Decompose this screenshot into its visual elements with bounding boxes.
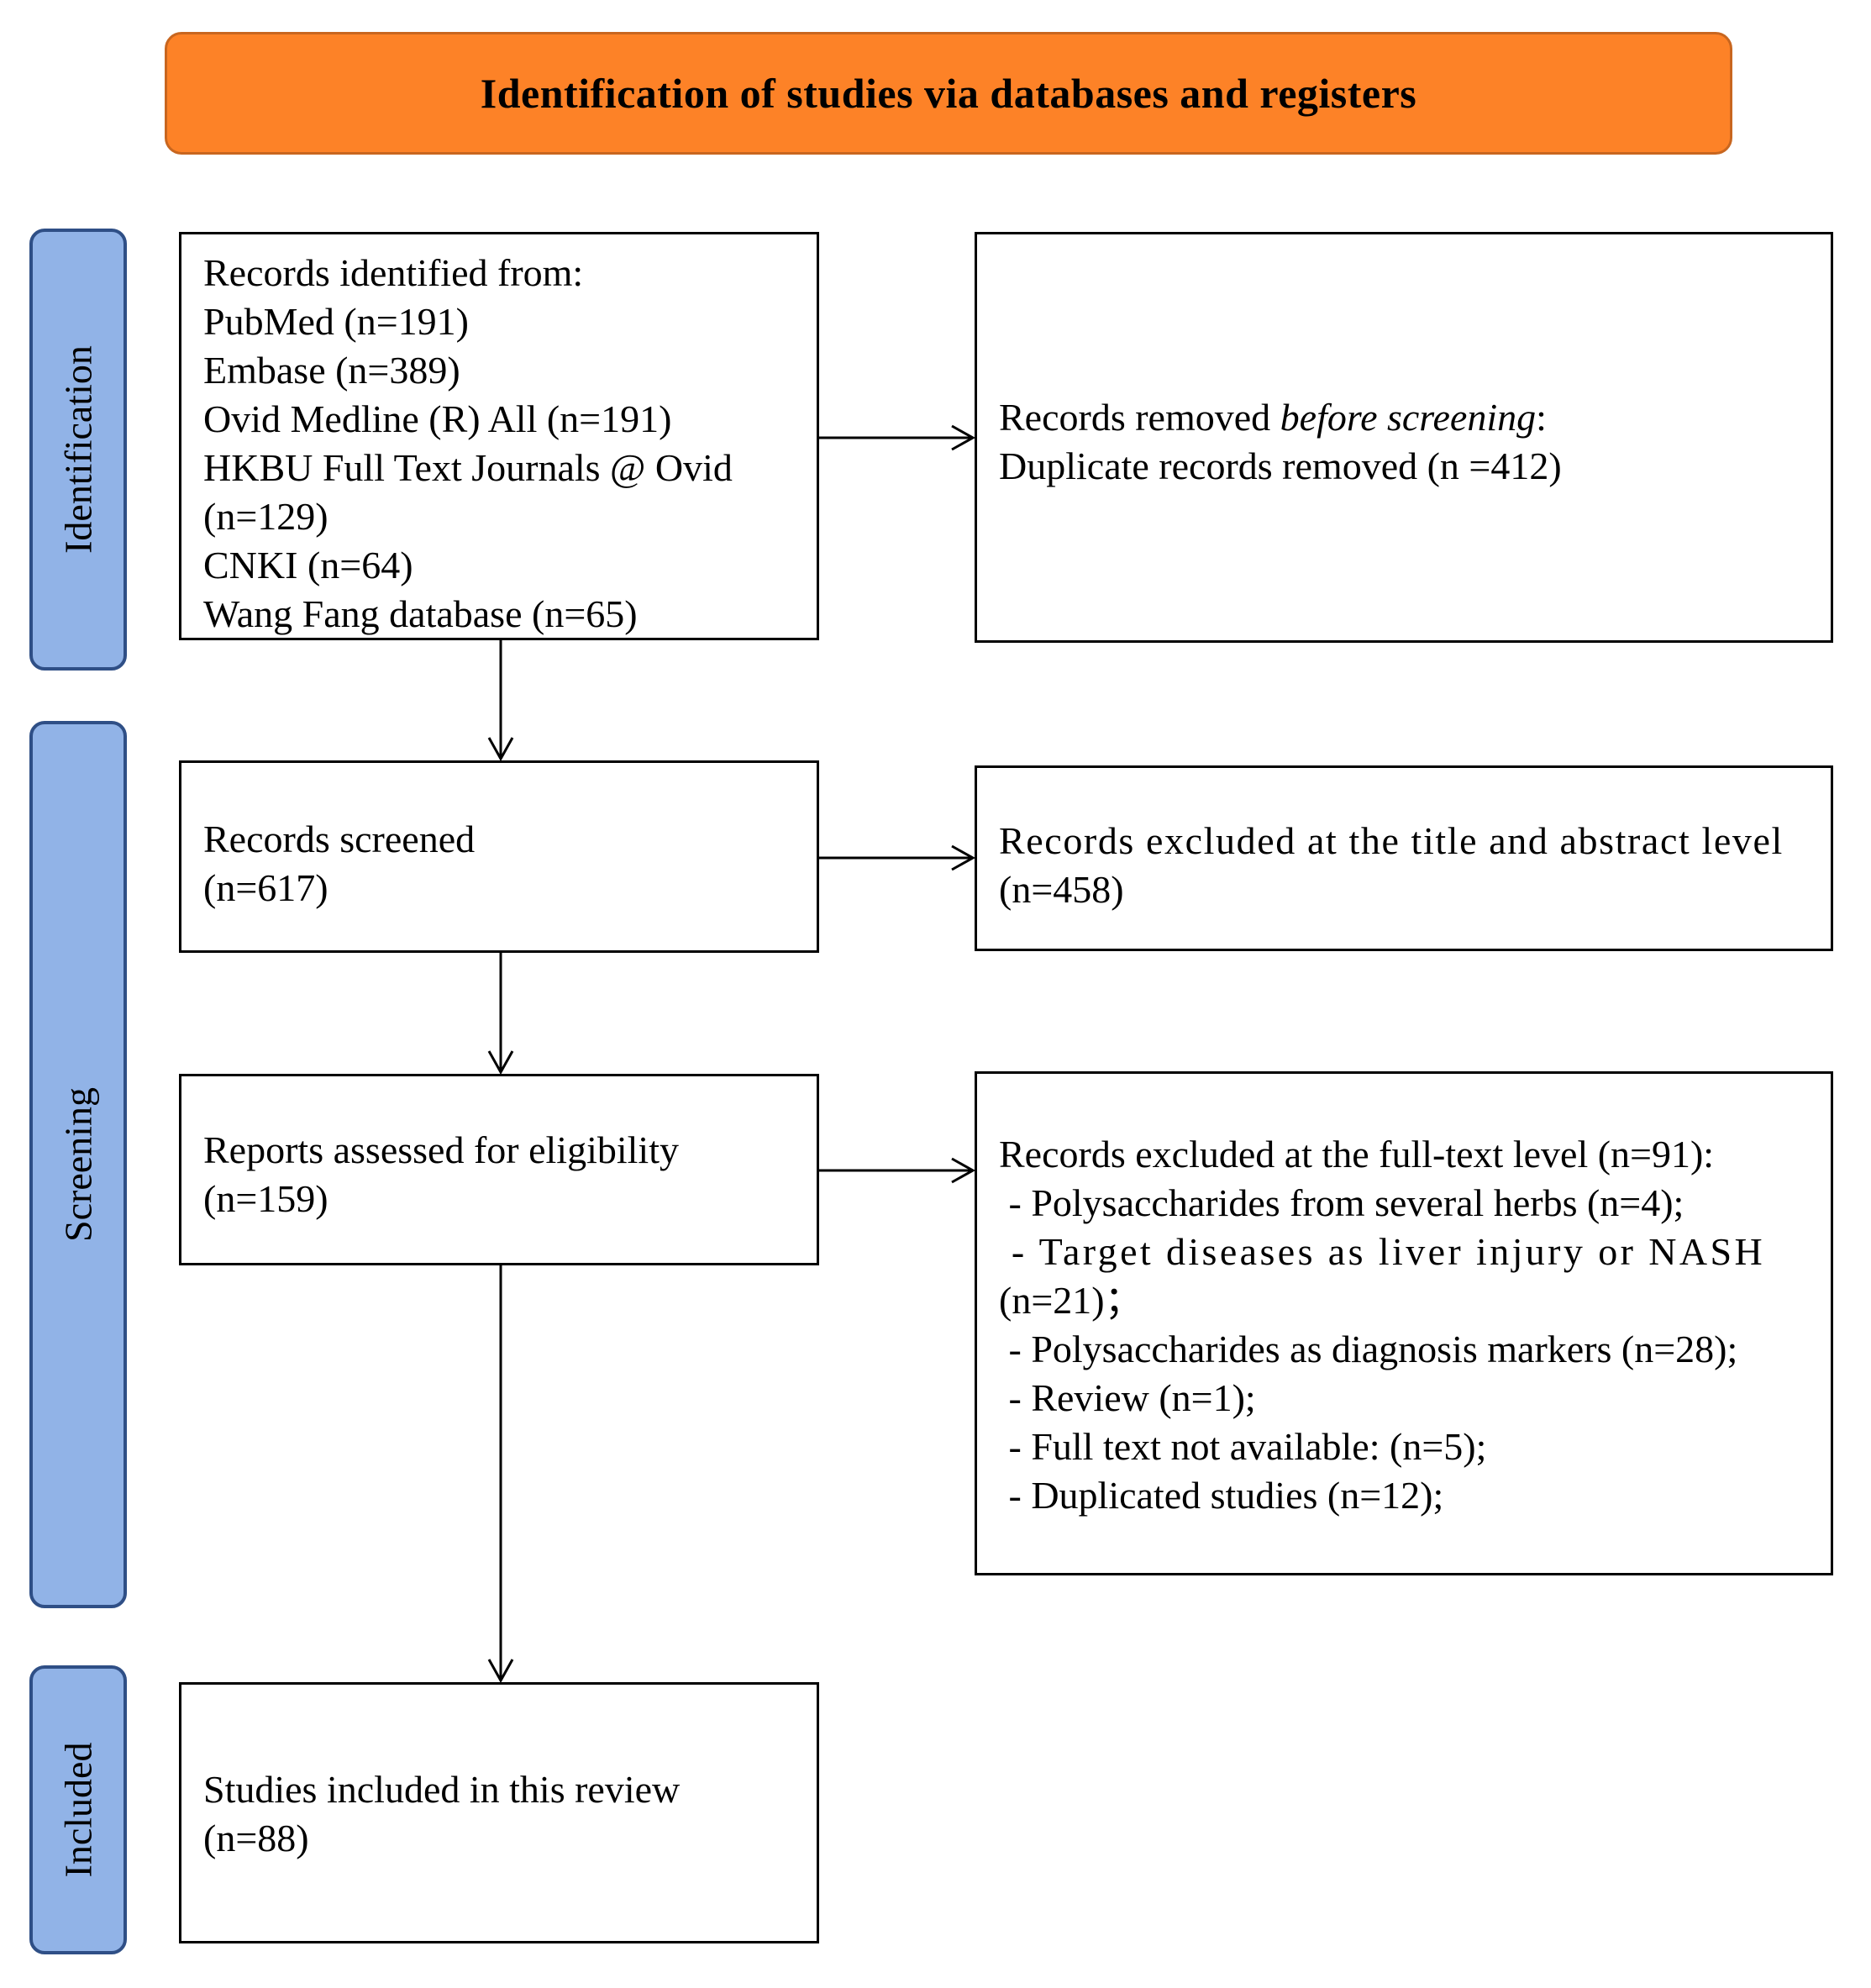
source-wang-fang: Wang Fang database (n=65) bbox=[203, 592, 638, 635]
studies-included-box: Studies included in this review (n=88) bbox=[179, 1682, 819, 1943]
flow-header: Identification of studies via databases … bbox=[165, 32, 1732, 155]
arrowhead-identified-to-screened bbox=[487, 737, 514, 762]
excluded-title-abstract-count: (n=458) bbox=[999, 868, 1124, 911]
source-cnki: CNKI (n=64) bbox=[203, 544, 413, 586]
records-removed-label: Records removed before screening: bbox=[999, 393, 1822, 442]
records-removed-emphasis: before screening bbox=[1280, 396, 1537, 439]
studies-included-label: Studies included in this review bbox=[203, 1768, 681, 1811]
records-excluded-full-text-box: Records excluded at the full-text level … bbox=[975, 1071, 1833, 1575]
records-removed-box: Records removed before screening: Duplic… bbox=[975, 232, 1833, 643]
arrowhead-screened-to-excluded bbox=[951, 844, 976, 871]
stage-screening: Screening bbox=[29, 721, 127, 1608]
stage-identification: Identification bbox=[29, 229, 127, 671]
records-identified-box: Records identified from: PubMed (n=191) … bbox=[179, 232, 819, 640]
source-ovid-medline: Ovid Medline (R) All (n=191) bbox=[203, 397, 672, 440]
excluded-title-abstract-label: Records excluded at the title and abstra… bbox=[999, 819, 1784, 862]
exclusion-reason: - Polysaccharides from several herbs (n=… bbox=[999, 1181, 1684, 1224]
arrowhead-eligibility-to-included bbox=[487, 1659, 514, 1684]
exclusion-reason: - Target diseases as liver injury or NAS… bbox=[999, 1230, 1766, 1273]
arrowhead-identified-to-removed bbox=[951, 424, 976, 451]
exclusion-reason: - Review (n=1); bbox=[999, 1376, 1256, 1419]
studies-included-count: (n=88) bbox=[203, 1817, 309, 1859]
duplicate-records-removed: Duplicate records removed (n =412) bbox=[999, 444, 1562, 487]
excluded-full-text-heading: Records excluded at the full-text level … bbox=[999, 1133, 1715, 1175]
records-identified-heading: Records identified from: bbox=[203, 251, 584, 294]
exclusion-reason: - Duplicated studies (n=12); bbox=[999, 1474, 1444, 1517]
flow-header-title: Identification of studies via databases … bbox=[480, 70, 1417, 117]
arrowhead-eligibility-to-excluded bbox=[951, 1157, 976, 1184]
exclusion-reason: - Full text not available: (n=5); bbox=[999, 1425, 1487, 1468]
eligibility-box: Reports assessed for eligibility (n=159) bbox=[179, 1074, 819, 1265]
source-pubmed: PubMed (n=191) bbox=[203, 300, 469, 343]
records-removed-prefix: Records removed bbox=[999, 396, 1280, 439]
records-removed-suffix: : bbox=[1536, 396, 1547, 439]
eligibility-label: Reports assessed for eligibility bbox=[203, 1128, 679, 1171]
arrowhead-screened-to-eligibility bbox=[487, 1050, 514, 1076]
source-hkbu-count: (n=129) bbox=[203, 495, 328, 538]
exclusion-reason: - Polysaccharides as diagnosis markers (… bbox=[999, 1328, 1738, 1370]
stage-included: Included bbox=[29, 1665, 127, 1954]
exclusion-reason-continued: (n=21)； bbox=[999, 1279, 1143, 1322]
records-excluded-title-abstract-box: Records excluded at the title and abstra… bbox=[975, 765, 1833, 951]
records-screened-count: (n=617) bbox=[203, 866, 328, 909]
source-hkbu: HKBU Full Text Journals @ Ovid bbox=[203, 446, 733, 489]
eligibility-count: (n=159) bbox=[203, 1177, 328, 1220]
source-embase: Embase (n=389) bbox=[203, 349, 460, 392]
records-screened-box: Records screened (n=617) bbox=[179, 760, 819, 953]
records-screened-label: Records screened bbox=[203, 818, 476, 860]
